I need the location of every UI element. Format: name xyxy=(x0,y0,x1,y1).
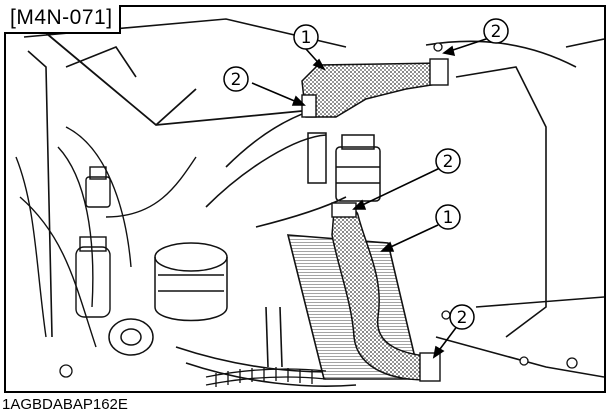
callout-2-left-number: 2 xyxy=(231,70,242,90)
callout-2-bottom-number: 2 xyxy=(457,308,468,328)
callout-2-top-right-number: 2 xyxy=(491,22,502,42)
hoses xyxy=(175,102,367,387)
callout-markers: 1 2 2 2 1 xyxy=(223,18,509,330)
panel-edge xyxy=(33,22,303,126)
callout-2-left: 2 xyxy=(223,66,249,92)
illustration-frame: 1 2 2 2 1 xyxy=(4,5,606,393)
lower-hose xyxy=(331,202,441,382)
sedimenter xyxy=(307,132,381,202)
callout-1-upper-number: 1 xyxy=(301,28,312,48)
image-id: 1AGBDABAP162E xyxy=(2,396,128,413)
engine-compartment-drawing: 1 2 2 2 1 xyxy=(15,18,604,387)
callout-leaders xyxy=(251,36,493,359)
callout-2-middle-number: 2 xyxy=(443,152,454,172)
fuel-filter xyxy=(108,242,228,356)
callout-2-bottom: 2 xyxy=(449,304,475,330)
callout-2-middle: 2 xyxy=(435,148,461,174)
wiring-harness xyxy=(205,367,327,387)
callout-1-lower: 1 xyxy=(435,204,461,230)
bolts xyxy=(59,42,578,378)
upper-hose xyxy=(301,58,449,118)
callout-2-top-right: 2 xyxy=(483,18,509,44)
figure-label: [M4N-071] xyxy=(4,5,121,34)
callout-1-upper: 1 xyxy=(293,24,319,50)
callout-1-lower-number: 1 xyxy=(443,208,454,228)
left-components xyxy=(15,126,197,348)
